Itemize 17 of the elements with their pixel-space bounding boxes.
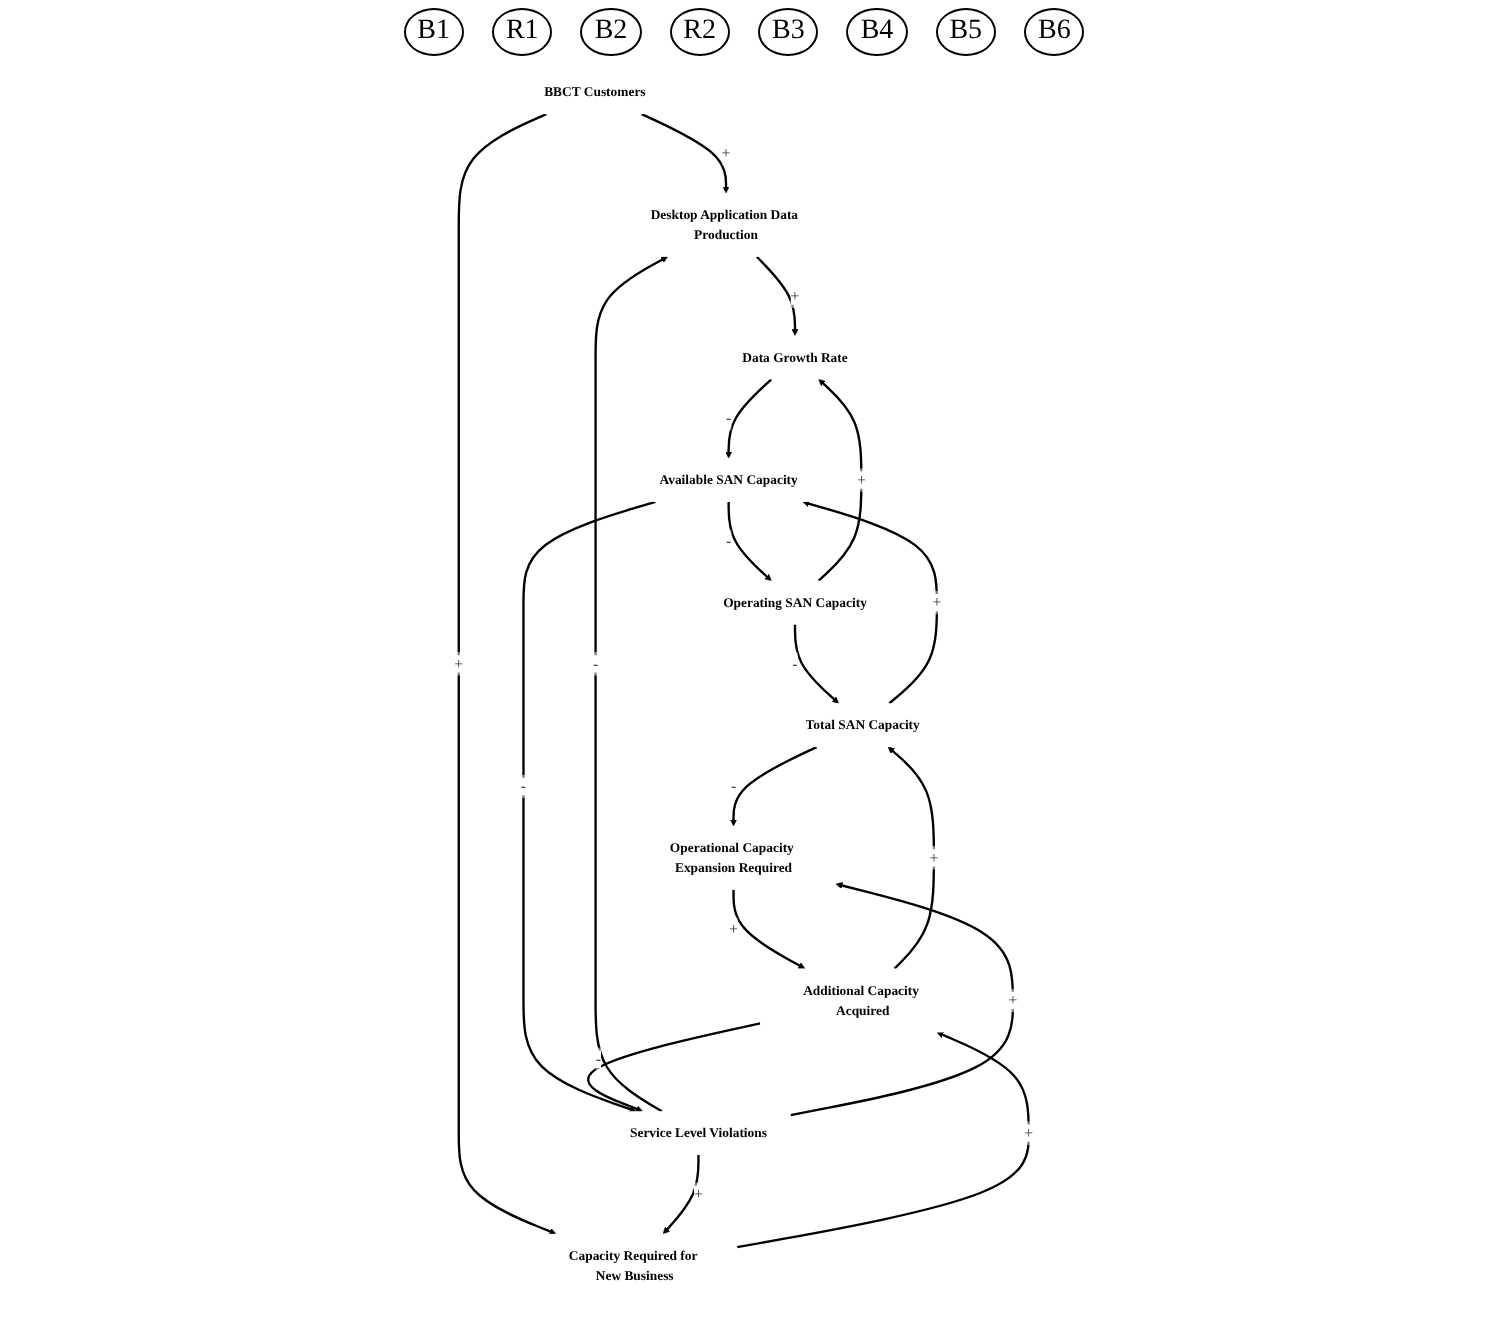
loop-label: B4 — [846, 8, 908, 56]
loop-label: B6 — [1024, 8, 1085, 56]
arrow — [737, 1031, 1031, 1249]
arrow — [663, 1155, 700, 1235]
arrow — [818, 379, 863, 582]
arrow — [587, 1022, 761, 1113]
loop-label: R1 — [491, 8, 553, 56]
arrow — [888, 746, 936, 970]
arrow — [732, 889, 806, 969]
loop-label: B1 — [403, 8, 464, 56]
arrow — [457, 113, 557, 1235]
loop-label: B3 — [758, 8, 819, 56]
loop-label: R2 — [669, 8, 730, 56]
loop-label: B5 — [935, 8, 997, 56]
loop-label: B2 — [580, 8, 642, 56]
arrow — [802, 500, 939, 705]
arrow — [790, 882, 1015, 1117]
